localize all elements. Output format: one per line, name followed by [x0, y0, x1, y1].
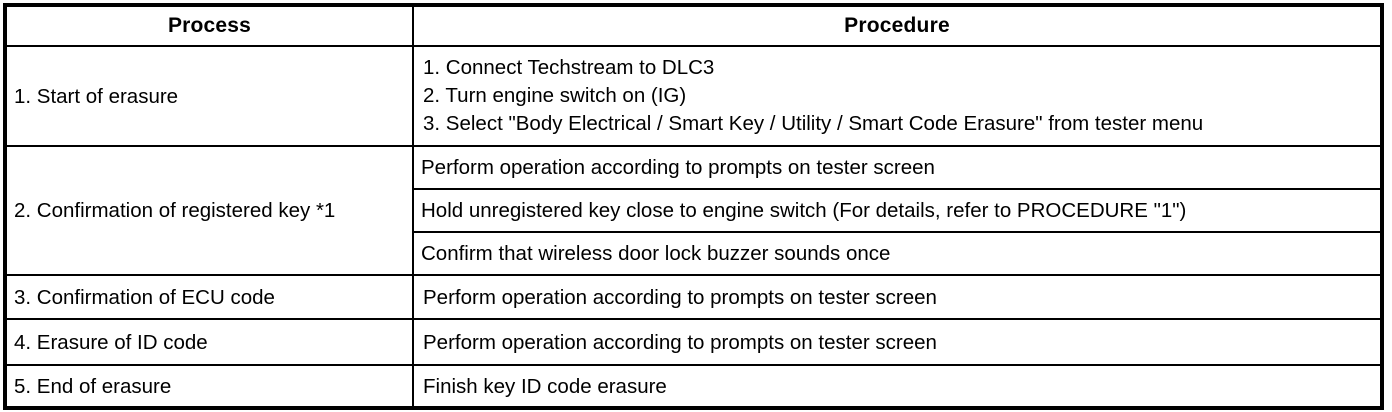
procedure-step-line: 3. Select "Body Electrical / Smart Key /…	[423, 112, 1204, 135]
column-header-procedure: Procedure	[412, 4, 1383, 47]
procedure-cell-end-of-erasure: Finish key ID code erasure	[412, 364, 1383, 409]
table-header: Process Procedure	[4, 4, 1383, 47]
column-header-process: Process	[4, 4, 414, 47]
procedure-label: Perform operation according to prompts o…	[423, 285, 937, 309]
procedure-label: Perform operation according to prompts o…	[421, 156, 935, 179]
procedure-cell-erasure-of-id-code: Perform operation according to prompts o…	[412, 318, 1383, 366]
table-row: 3. Confirmation of ECU code Perform oper…	[4, 274, 1383, 320]
procedure-subrow: Confirm that wireless door lock buzzer s…	[414, 232, 1380, 274]
procedure-subcell: Hold unregistered key close to engine sw…	[414, 189, 1380, 233]
procedure-subrow: Hold unregistered key close to engine sw…	[414, 189, 1380, 233]
procedure-label: Confirm that wireless door lock buzzer s…	[421, 242, 891, 265]
procedure-label: Hold unregistered key close to engine sw…	[421, 199, 1187, 222]
table-row: 5. End of erasure Finish key ID code era…	[4, 364, 1383, 409]
table-row: 4. Erasure of ID code Perform operation …	[4, 318, 1383, 366]
table-body: 1. Start of erasure 1. Connect Techstrea…	[4, 45, 1383, 409]
procedure-label: Perform operation according to prompts o…	[423, 330, 937, 354]
procedure-subcell: Confirm that wireless door lock buzzer s…	[414, 232, 1380, 274]
column-header-process-label: Process	[167, 14, 252, 37]
procedure-table-container: Process Procedure 1. Start of erasure 1.…	[3, 3, 1384, 410]
procedure-subrow: Perform operation according to prompts o…	[414, 147, 1380, 190]
process-cell-confirmation-registered-key: 2. Confirmation of registered key *1	[4, 145, 414, 276]
procedure-step-line: 2. Turn engine switch on (IG)	[423, 84, 687, 107]
table-row: 1. Start of erasure 1. Connect Techstrea…	[4, 45, 1383, 147]
process-cell-confirmation-ecu-code: 3. Confirmation of ECU code	[4, 274, 414, 320]
process-cell-erasure-of-id-code: 4. Erasure of ID code	[4, 318, 414, 366]
process-label: 1. Start of erasure	[14, 84, 179, 108]
procedure-subcell: Perform operation according to prompts o…	[414, 147, 1380, 190]
process-label: 2. Confirmation of registered key *1	[14, 199, 336, 222]
process-cell-end-of-erasure: 5. End of erasure	[4, 364, 414, 409]
header-row: Process Procedure	[4, 4, 1383, 47]
process-cell-start-of-erasure: 1. Start of erasure	[4, 45, 414, 147]
table-row: 2. Confirmation of registered key *1 Per…	[4, 145, 1383, 276]
column-header-procedure-label: Procedure	[844, 14, 950, 37]
procedure-label: Finish key ID code erasure	[423, 374, 667, 398]
process-label: 5. End of erasure	[14, 374, 172, 398]
procedure-substeps-table: Perform operation according to prompts o…	[414, 147, 1380, 274]
procedure-cell-start-of-erasure: 1. Connect Techstream to DLC3 2. Turn en…	[412, 45, 1383, 147]
procedure-cell-confirmation-registered-key: Perform operation according to prompts o…	[412, 145, 1383, 276]
process-label: 4. Erasure of ID code	[14, 330, 208, 354]
key-id-code-erasure-table: Process Procedure 1. Start of erasure 1.…	[3, 3, 1384, 410]
procedure-cell-confirmation-ecu-code: Perform operation according to prompts o…	[412, 274, 1383, 320]
procedure-step-line: 1. Connect Techstream to DLC3	[423, 56, 715, 79]
process-label: 3. Confirmation of ECU code	[14, 285, 275, 309]
